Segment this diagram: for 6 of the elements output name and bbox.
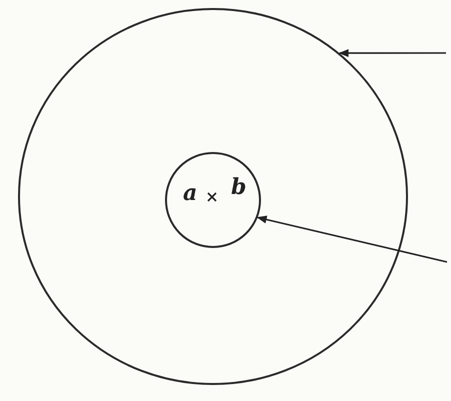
point-label: b (231, 176, 246, 198)
outer-circle (18, 8, 408, 385)
arrow (338, 49, 446, 58)
inner-circle (165, 152, 261, 248)
arrow (256, 216, 448, 263)
point-label: a (183, 182, 198, 204)
